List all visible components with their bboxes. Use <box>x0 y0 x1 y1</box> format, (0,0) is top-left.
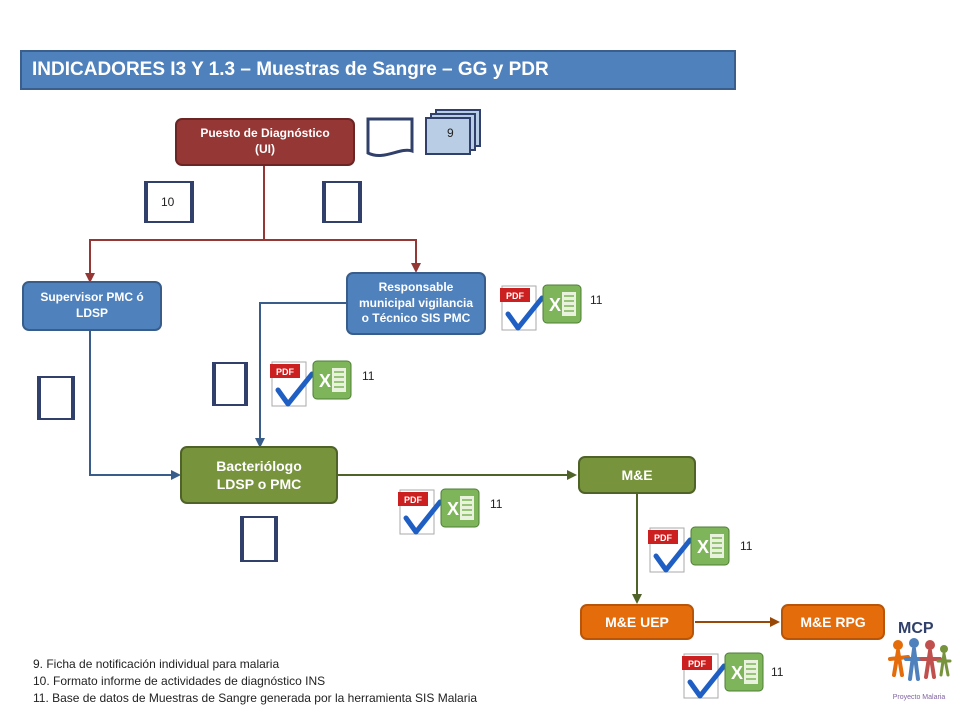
svg-text:X: X <box>447 499 459 519</box>
mcp-logo: MCP Proyecto Malaria <box>888 620 952 701</box>
doc-ref-11: 11 <box>771 665 784 679</box>
svg-text:PDF: PDF <box>688 659 707 669</box>
pdf-excel-icons: PDF X <box>398 486 486 536</box>
pdf-excel-icons: PDF X <box>648 524 736 574</box>
node-me-uep: M&E UEP <box>580 604 694 640</box>
legend-item: 10. Formato informe de actividades de di… <box>33 674 326 688</box>
pdf-icon: PDF <box>398 489 443 535</box>
edge-puesto-to-supervisor <box>85 239 264 283</box>
svg-text:Proyecto Malaria: Proyecto Malaria <box>893 694 946 701</box>
svg-text:X: X <box>731 663 743 683</box>
doc-ref-11: 11 <box>362 369 375 383</box>
placeholder-icon <box>212 362 248 406</box>
pdf-excel-icons: PDF X <box>500 282 588 332</box>
svg-text:PDF: PDF <box>276 367 295 377</box>
page-title: INDICADORES I3 Y 1.3 – Muestras de Sangr… <box>20 50 736 90</box>
pdf-excel-icons: PDF X <box>682 650 770 700</box>
edge-supervisor-to-bacteriologo <box>89 331 181 480</box>
document-icon <box>366 117 414 157</box>
legend-notes: 9. Ficha de notificación individual para… <box>33 656 477 707</box>
excel-icon: X <box>690 526 730 566</box>
edge-responsable-to-bacteriologo <box>255 302 346 448</box>
svg-text:PDF: PDF <box>654 533 673 543</box>
legend-item: 9. Ficha de notificación individual para… <box>33 657 280 671</box>
doc-ref-9: 9 <box>447 126 454 140</box>
excel-icon: X <box>542 284 582 324</box>
svg-text:PDF: PDF <box>506 291 525 301</box>
form-icon <box>144 181 194 223</box>
excel-icon: X <box>312 360 352 400</box>
legend-item: 11. Base de datos de Muestras de Sangre … <box>33 691 478 705</box>
svg-text:X: X <box>697 537 709 557</box>
doc-ref-10: 10 <box>161 195 175 209</box>
pdf-icon: PDF <box>682 653 727 699</box>
placeholder-icon <box>37 376 75 420</box>
pdf-excel-icons: PDF X <box>270 358 358 408</box>
excel-icon: X <box>724 652 764 692</box>
pdf-icon: PDF <box>500 285 545 331</box>
multi-document-icon <box>425 109 481 155</box>
doc-ref-11: 11 <box>590 293 603 307</box>
doc-ref-11: 11 <box>490 497 503 511</box>
pdf-icon: PDF <box>648 527 693 573</box>
placeholder-icon <box>240 516 278 562</box>
svg-text:X: X <box>319 371 331 391</box>
node-me: M&E <box>578 456 696 494</box>
edge-puesto-to-responsable <box>264 239 421 273</box>
svg-text:X: X <box>549 295 561 315</box>
doc-ref-11: 11 <box>740 539 753 553</box>
node-me-rpg: M&E RPG <box>781 604 885 640</box>
svg-text:PDF: PDF <box>404 495 423 505</box>
pdf-icon: PDF <box>270 361 315 407</box>
excel-icon: X <box>440 488 480 528</box>
svg-text:MCP: MCP <box>898 620 934 637</box>
placeholder-icon <box>322 181 362 223</box>
node-puesto-diagnostico: Puesto de Diagnóstico(UI) <box>175 118 355 166</box>
